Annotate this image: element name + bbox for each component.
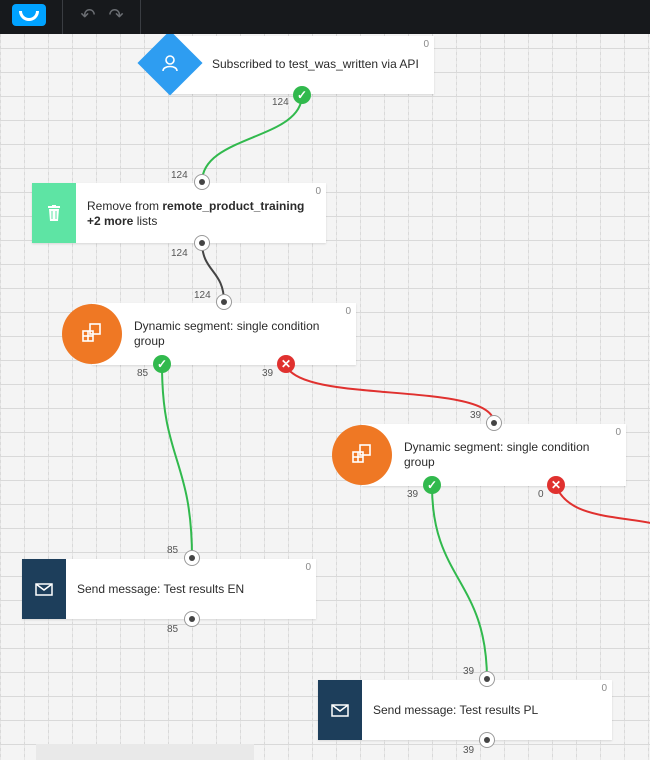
- node-label: Dynamic segment: single condition group: [134, 319, 320, 348]
- node-count: 0: [423, 39, 429, 50]
- input-count: 85: [167, 545, 179, 556]
- top-toolbar: ↶ ↷: [0, 0, 650, 34]
- node-count: 0: [305, 562, 311, 573]
- yes-count: 39: [407, 489, 419, 500]
- yes-branch-check-icon[interactable]: ✓: [153, 355, 171, 373]
- input-port[interactable]: [184, 550, 200, 566]
- getresponse-logo[interactable]: [12, 4, 46, 26]
- yes-branch-check-icon[interactable]: ✓: [423, 476, 441, 494]
- segment-icon: [332, 425, 392, 485]
- bottom-panel: [36, 744, 254, 760]
- input-count: 124: [171, 170, 188, 181]
- output-count: 124: [272, 97, 289, 108]
- input-count: 39: [470, 410, 482, 421]
- dynamic-segment-node[interactable]: Dynamic segment: single condition group …: [362, 424, 626, 486]
- trash-icon: [32, 183, 76, 243]
- dynamic-segment-node[interactable]: Dynamic segment: single condition group …: [92, 303, 356, 365]
- yes-count: 85: [137, 368, 149, 379]
- segment-icon: [62, 304, 122, 364]
- link-trigger-to-remove: [201, 94, 303, 183]
- no-count: 0: [538, 489, 544, 500]
- undo-button[interactable]: ↶: [80, 5, 96, 25]
- output-port[interactable]: [184, 611, 200, 627]
- output-count: 124: [171, 248, 188, 259]
- send-message-node[interactable]: Send message: Test results EN 0: [22, 559, 316, 619]
- link-segment2-no-offscreen: [555, 485, 650, 524]
- output-count: 85: [167, 624, 179, 635]
- node-label: Dynamic segment: single condition group: [404, 440, 590, 469]
- node-label: Send message: Test results PL: [373, 703, 539, 717]
- output-port[interactable]: [194, 235, 210, 251]
- smile-icon: [19, 11, 39, 21]
- remove-from-list-node[interactable]: Remove from remote_product_training+2 mo…: [32, 183, 326, 243]
- link-segment2-yes-to-message-pl: [431, 485, 488, 681]
- link-segment1-no-to-segment2: [285, 364, 495, 424]
- input-port[interactable]: [479, 671, 495, 687]
- node-count: 0: [315, 186, 321, 197]
- link-segment1-yes-to-message-en: [161, 364, 193, 559]
- redo-button[interactable]: ↷: [108, 5, 124, 25]
- input-port[interactable]: [194, 174, 210, 190]
- node-count: 0: [345, 306, 351, 317]
- node-label: Remove from remote_product_training+2 mo…: [87, 199, 305, 228]
- node-count: 0: [615, 427, 621, 438]
- user-icon: [147, 40, 193, 86]
- no-branch-x-icon[interactable]: ✕: [277, 355, 295, 373]
- node-label: Send message: Test results EN: [77, 582, 245, 596]
- input-count: 39: [463, 666, 475, 677]
- toolbar-divider: [140, 0, 141, 34]
- success-check-icon[interactable]: ✓: [293, 86, 311, 104]
- input-port[interactable]: [216, 294, 232, 310]
- no-branch-x-icon[interactable]: ✕: [547, 476, 565, 494]
- output-count: 39: [463, 745, 475, 756]
- send-message-node[interactable]: Send message: Test results PL 0: [318, 680, 612, 740]
- input-count: 124: [194, 290, 211, 301]
- node-count: 0: [601, 683, 607, 694]
- node-label: Subscribed to test_was_written via API: [212, 57, 419, 71]
- envelope-icon: [318, 680, 362, 740]
- envelope-icon: [22, 559, 66, 619]
- input-port[interactable]: [486, 415, 502, 431]
- no-count: 39: [262, 368, 274, 379]
- toolbar-divider: [62, 0, 63, 34]
- output-port[interactable]: [479, 732, 495, 748]
